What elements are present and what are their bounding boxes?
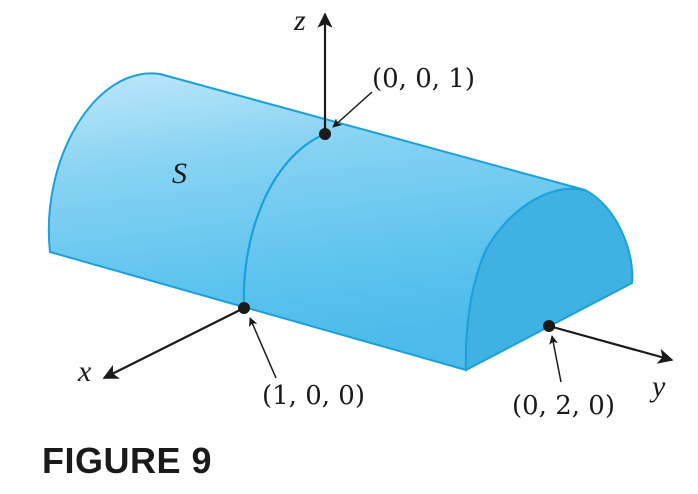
x-axis (102, 307, 245, 379)
point-y-end (543, 320, 555, 332)
leader-y-end (549, 335, 562, 383)
figure-caption: FIGURE 9 (42, 440, 213, 481)
y-axis-label: y (649, 370, 666, 403)
y-axis (548, 324, 674, 364)
z-axis-label: z (293, 4, 306, 37)
trace-curve (242, 132, 326, 309)
point-top (319, 128, 331, 140)
point-label-y-end: (0, 2, 0) (512, 391, 615, 421)
end-face (464, 187, 634, 372)
leader-top (332, 91, 373, 128)
leader-x-intercept (249, 317, 277, 379)
x-axis-label: x (77, 355, 92, 388)
point-label-x-intercept: (1, 0, 0) (262, 381, 365, 411)
point-label-top: (0, 0, 1) (372, 64, 475, 94)
surface-label: S (172, 157, 187, 190)
point-x-intercept (238, 302, 250, 314)
